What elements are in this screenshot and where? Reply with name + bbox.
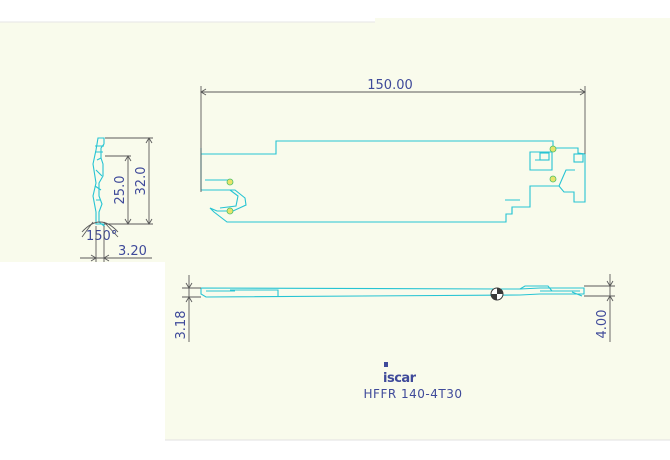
front-view-dimensions: 150.00 (200, 78, 586, 192)
top-view-dimensions: 3.18 4.00 (174, 274, 615, 342)
side-view: 25.0 32.0 150° 3.20 (80, 137, 153, 262)
side-view-dimensions: 25.0 32.0 150° 3.20 (80, 137, 153, 262)
mount-hole-2 (226, 207, 234, 215)
center-of-gravity-fill (491, 288, 503, 300)
front-view: 150.00 (200, 78, 586, 223)
logo-dot (384, 362, 388, 367)
mount-hole-3 (549, 175, 557, 183)
clamp-slot (539, 152, 550, 161)
insert-pocket (573, 153, 584, 163)
dim-total-height: 32.0 (134, 167, 149, 196)
top-view-outline (200, 287, 585, 298)
title-block: iscar HFFR 140-4T30 (364, 362, 463, 401)
part-number: HFFR 140-4T30 (364, 387, 463, 401)
dim-width: 3.20 (118, 244, 147, 259)
logo-text: iscar (383, 371, 417, 386)
dim-blade-height: 25.0 (113, 176, 128, 205)
iscar-logo: iscar (383, 362, 417, 386)
mount-hole-4 (549, 145, 557, 153)
top-view: 3.18 4.00 (174, 274, 615, 342)
dim-thickness-right: 4.00 (595, 310, 610, 339)
dim-angle: 150° (86, 229, 117, 244)
dim-overall-length: 150.00 (367, 78, 413, 93)
dim-thickness-left: 3.18 (174, 311, 189, 340)
mount-hole-1 (226, 178, 234, 186)
sheet-area (0, 18, 670, 440)
